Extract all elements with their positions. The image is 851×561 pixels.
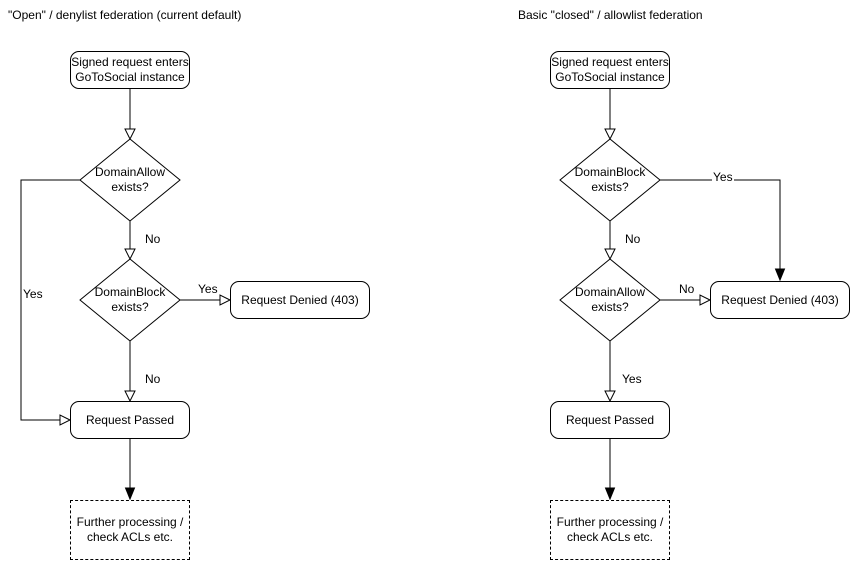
open-arrowhead-down-icon (124, 248, 136, 261)
right-decision2-no-label: No (678, 282, 696, 296)
right-passed-node-label: Request Passed (565, 412, 655, 427)
left-further-processing-line2: check ACLs etc. (86, 530, 174, 544)
left-decision1-line1: DomainAllow (94, 165, 166, 179)
left-further-processing-line1: Further processing / (76, 515, 184, 529)
filled-arrowhead-down-icon (124, 487, 136, 501)
right-decision2-line2: exists? (591, 300, 629, 314)
right-decision1-line2: exists? (591, 180, 629, 194)
right-start-node-line1: Signed request enters (551, 55, 669, 69)
left-flow-title: "Open" / denylist federation (current de… (8, 8, 242, 22)
right-further-processing-line2: check ACLs etc. (566, 530, 654, 544)
left-decision2-yes-label: Yes (197, 282, 219, 296)
left-decision2-no-label: No (144, 372, 162, 386)
right-decision1-yes-label: Yes (712, 170, 734, 184)
filled-arrowhead-down-icon (604, 487, 616, 501)
open-arrowhead-down-icon (124, 390, 136, 403)
right-decision1-no-label: No (624, 232, 642, 246)
open-arrowhead-down-icon (124, 128, 136, 141)
left-decision1-line2: exists? (111, 180, 149, 194)
open-arrowhead-right-icon (59, 414, 72, 426)
right-decision2-label: DomainAllow exists? (560, 259, 660, 341)
right-flow-title: Basic "closed" / allowlist federation (518, 8, 703, 22)
left-decision1-yes-label: Yes (22, 287, 44, 301)
open-arrowhead-down-icon (604, 128, 616, 141)
left-decision1-label: DomainAllow exists? (80, 139, 180, 221)
left-edge-decision1-yes-to-passed (20, 179, 80, 421)
right-start-node: Signed request enters GoToSocial instanc… (550, 51, 670, 89)
left-start-node: Signed request enters GoToSocial instanc… (70, 51, 190, 89)
open-arrowhead-right-icon (219, 294, 232, 306)
left-denied-node-label: Request Denied (403) (241, 292, 359, 307)
left-start-node-line1: Signed request enters (71, 55, 189, 69)
right-denied-node-label: Request Denied (403) (721, 292, 839, 307)
left-decision2-line1: DomainBlock (94, 285, 166, 299)
right-further-processing-line1: Further processing / (556, 515, 664, 529)
right-decision1-line1: DomainBlock (574, 165, 646, 179)
right-decision2-line1: DomainAllow (574, 285, 646, 299)
right-edge-decision1-yes-to-denied (660, 179, 781, 269)
filled-arrowhead-down-icon (774, 268, 786, 282)
left-passed-node-label: Request Passed (85, 412, 175, 427)
left-passed-node: Request Passed (70, 401, 190, 439)
open-arrowhead-right-icon (699, 294, 712, 306)
right-further-processing-node: Further processing / check ACLs etc. (550, 500, 670, 560)
left-further-processing-node: Further processing / check ACLs etc. (70, 500, 190, 560)
right-decision2-yes-label: Yes (621, 372, 643, 386)
left-decision2-label: DomainBlock exists? (80, 259, 180, 341)
open-arrowhead-down-icon (604, 248, 616, 261)
open-arrowhead-down-icon (604, 390, 616, 403)
left-start-node-line2: GoToSocial instance (75, 70, 185, 84)
left-denied-node: Request Denied (403) (230, 281, 370, 319)
right-decision1-label: DomainBlock exists? (560, 139, 660, 221)
left-decision1-no-label: No (144, 232, 162, 246)
right-denied-node: Request Denied (403) (710, 281, 850, 319)
right-start-node-line2: GoToSocial instance (555, 70, 665, 84)
left-decision2-line2: exists? (111, 300, 149, 314)
right-passed-node: Request Passed (550, 401, 670, 439)
